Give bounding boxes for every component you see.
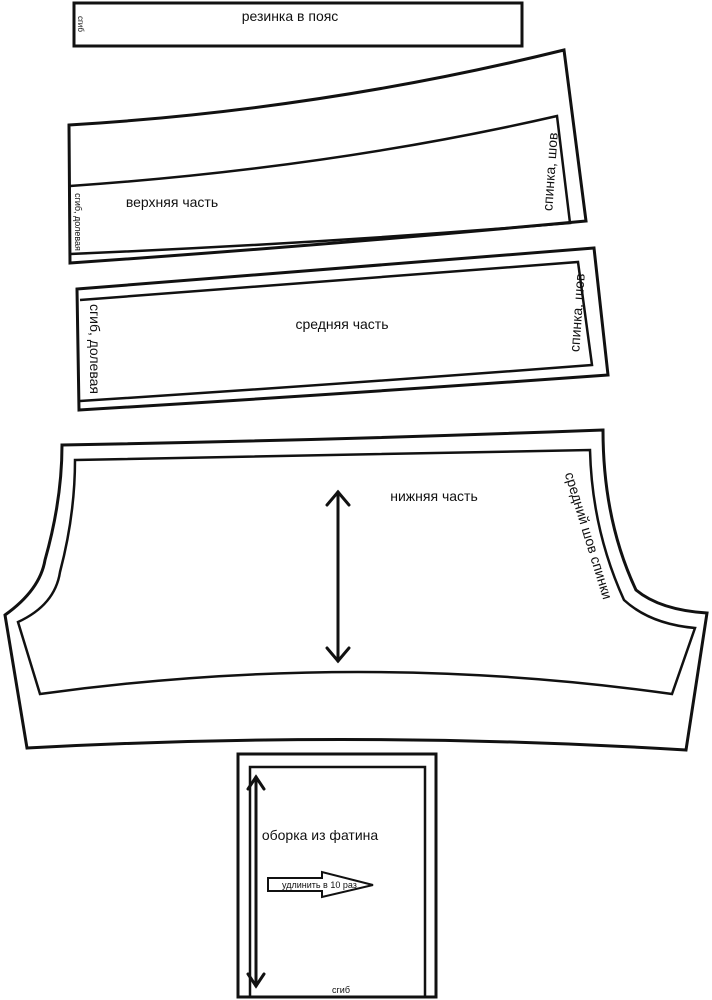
ruffle-extend-arrow-icon <box>267 870 374 899</box>
piece-middle: средняя часть сгиб, долевая спинка, шов <box>75 246 610 412</box>
lower-title: нижняя часть <box>390 488 478 504</box>
lower-grainline-arrow-icon <box>325 489 351 664</box>
ruffle-fold-label: сгиб <box>332 985 350 995</box>
ruffle-extend-note: удлинить в 10 раз <box>282 880 357 890</box>
middle-seam-label: спинка, шов <box>566 273 587 353</box>
middle-fold-label: сгиб, долевая <box>87 304 103 394</box>
ruffle-seam-allowance <box>248 765 427 999</box>
waistband-title: резинка в пояс <box>242 8 339 24</box>
upper-seam-label: спинка, шов <box>539 132 560 212</box>
piece-waistband: резинка в пояс сгиб <box>72 1 524 48</box>
middle-title: средняя часть <box>295 316 388 332</box>
upper-outline <box>67 48 588 265</box>
ruffle-grainline-arrow-icon <box>246 774 266 989</box>
middle-seam-allowance <box>79 260 594 403</box>
upper-seam-allowance <box>69 114 572 256</box>
lower-outline <box>3 428 709 752</box>
piece-lower: нижняя часть средний шов спинки <box>3 428 709 752</box>
upper-fold-label: сгиб, долевая <box>73 193 83 251</box>
piece-ruffle: оборка из фатина удлинить в 10 раз сгиб <box>236 752 438 999</box>
piece-upper: верхняя часть сгиб, долевая спинка, шов <box>67 48 588 265</box>
ruffle-title: оборка из фатина <box>262 827 379 843</box>
waistband-fold-label: сгиб <box>76 16 85 32</box>
upper-title: верхняя часть <box>126 194 218 210</box>
waistband-outline <box>72 1 524 48</box>
middle-outline <box>75 246 610 412</box>
lower-seam-allowance <box>16 448 697 696</box>
